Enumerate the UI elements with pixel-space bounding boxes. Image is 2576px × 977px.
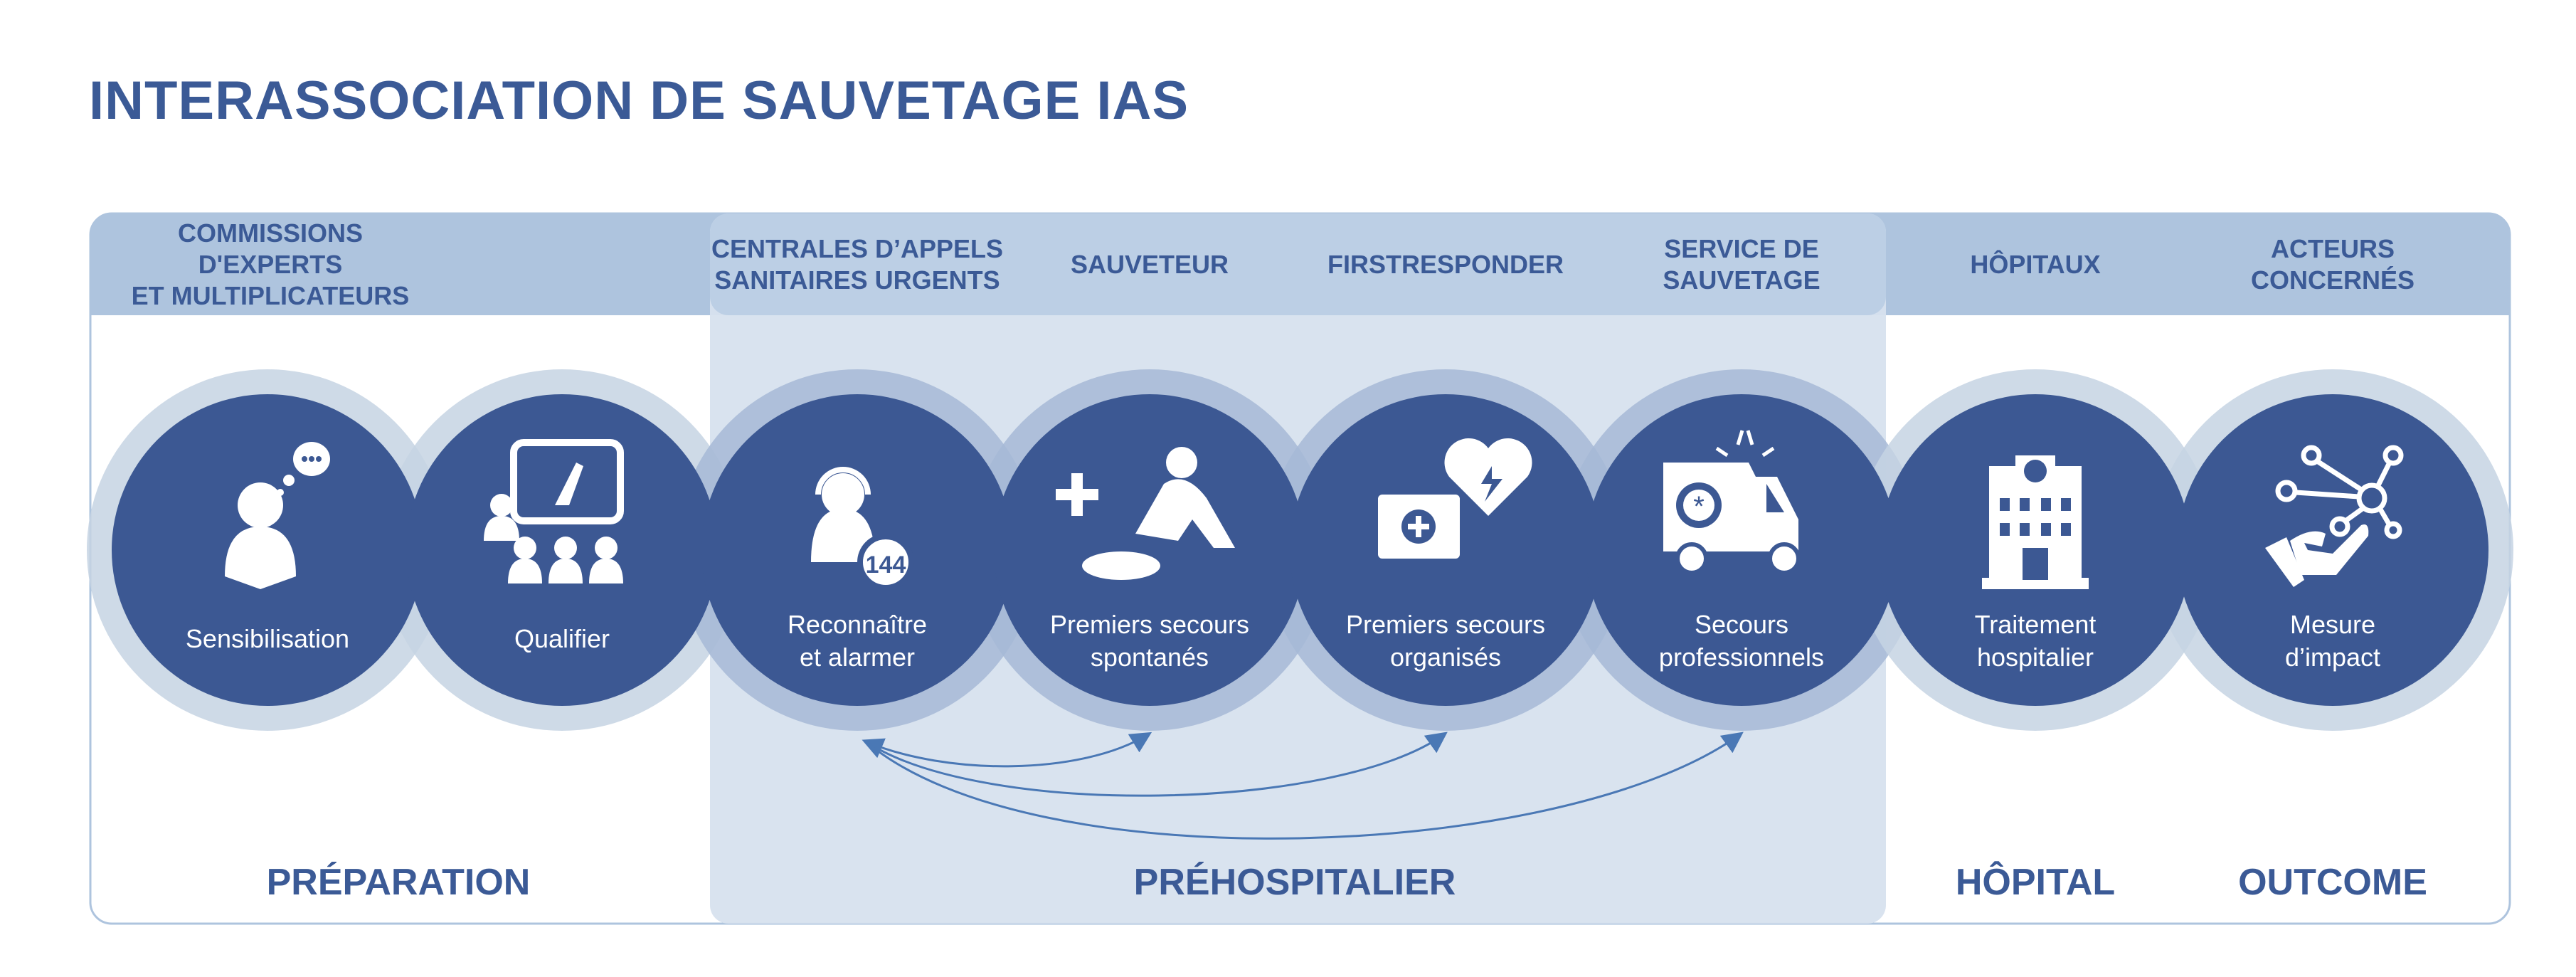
phase-preparation: PRÉPARATION <box>266 862 531 903</box>
step-label-line: organisés <box>1389 643 1502 672</box>
ambulance-icon: * <box>1663 430 1801 575</box>
step-label-line: Qualifier <box>514 624 610 653</box>
header-hospitals: HÔPITAUX <box>1900 213 2170 315</box>
person-thinking-icon <box>225 442 330 589</box>
step-label: Mesure d’impact <box>2198 608 2468 674</box>
step-label: Premiers secours spontanés <box>1014 608 1285 674</box>
header-line: CENTRALES D’APPELS <box>711 233 1004 263</box>
step-label-line: hospitalier <box>1976 643 2094 672</box>
hospital-icon <box>1982 455 2089 589</box>
step-label: Reconnaître et alarmer <box>722 608 992 674</box>
header-line: SAUVETEUR <box>1070 249 1229 279</box>
page-title: INTERASSOCIATION DE SAUVETAGE IAS <box>89 70 1189 131</box>
step-circle <box>2177 394 2488 706</box>
step-label: Qualifier <box>427 623 697 655</box>
arrows <box>862 732 1744 840</box>
network-hand-icon <box>2265 445 2404 587</box>
cpr-icon <box>1056 447 1235 580</box>
step-label-line: d’impact <box>2284 643 2381 672</box>
step-label-line: Traitement <box>1974 610 2097 639</box>
first-aid-kit-defibrillator-icon <box>1378 438 1532 559</box>
arrow-to-organised <box>865 732 1448 797</box>
step-circle <box>994 394 1305 706</box>
phase-prehospital: PRÉHOSPITALIER <box>1133 862 1456 903</box>
step-label-line: spontanés <box>1090 643 1209 672</box>
arrow-to-spontaneous <box>862 732 1152 768</box>
step-label-line: Sensibilisation <box>185 624 350 653</box>
step-label-line: Mesure <box>2289 610 2376 639</box>
header-line: COMMISSIONS D'EXPERTS <box>177 218 363 279</box>
header-firstresponder: FIRSTRESPONDER <box>1310 213 1581 315</box>
arrow-to-professional <box>865 732 1744 840</box>
header-line: CONCERNÉS <box>2250 265 2415 295</box>
header-line: SAUVETAGE <box>1663 265 1820 295</box>
step-label-line: Premiers secours <box>1345 610 1546 639</box>
header-line: FIRSTRESPONDER <box>1327 249 1564 279</box>
training-icon <box>484 439 624 583</box>
header-line: SERVICE DE <box>1664 233 1819 263</box>
header-line: SANITAIRES URGENTS <box>714 265 1000 295</box>
step-label-line: Premiers secours <box>1049 610 1250 639</box>
header-line: HÔPITAUX <box>1970 249 2101 279</box>
step-label: Sensibilisation <box>132 623 403 655</box>
phase-outcome: OUTCOME <box>2238 862 2427 903</box>
emergency-number-badge: 144 <box>866 551 906 579</box>
svg-text:*: * <box>1693 491 1705 522</box>
step-label-line: professionnels <box>1658 643 1825 672</box>
step-label-line: Reconnaître <box>787 610 928 639</box>
step-label: Secours professionnels <box>1606 608 1877 674</box>
header-line: ACTEURS <box>2270 233 2395 263</box>
step-label: Premiers secours organisés <box>1310 608 1581 674</box>
phase-hospital: HÔPITAL <box>1955 862 2116 903</box>
step-label-line: Secours <box>1694 610 1789 639</box>
step-label: Traitement hospitalier <box>1900 608 2170 674</box>
header-line: ET MULTIPLICATEURS <box>131 280 410 310</box>
step-label-line: et alarmer <box>799 643 916 672</box>
header-rescuer: SAUVETEUR <box>1014 213 1285 315</box>
headset-operator-icon <box>811 467 914 591</box>
